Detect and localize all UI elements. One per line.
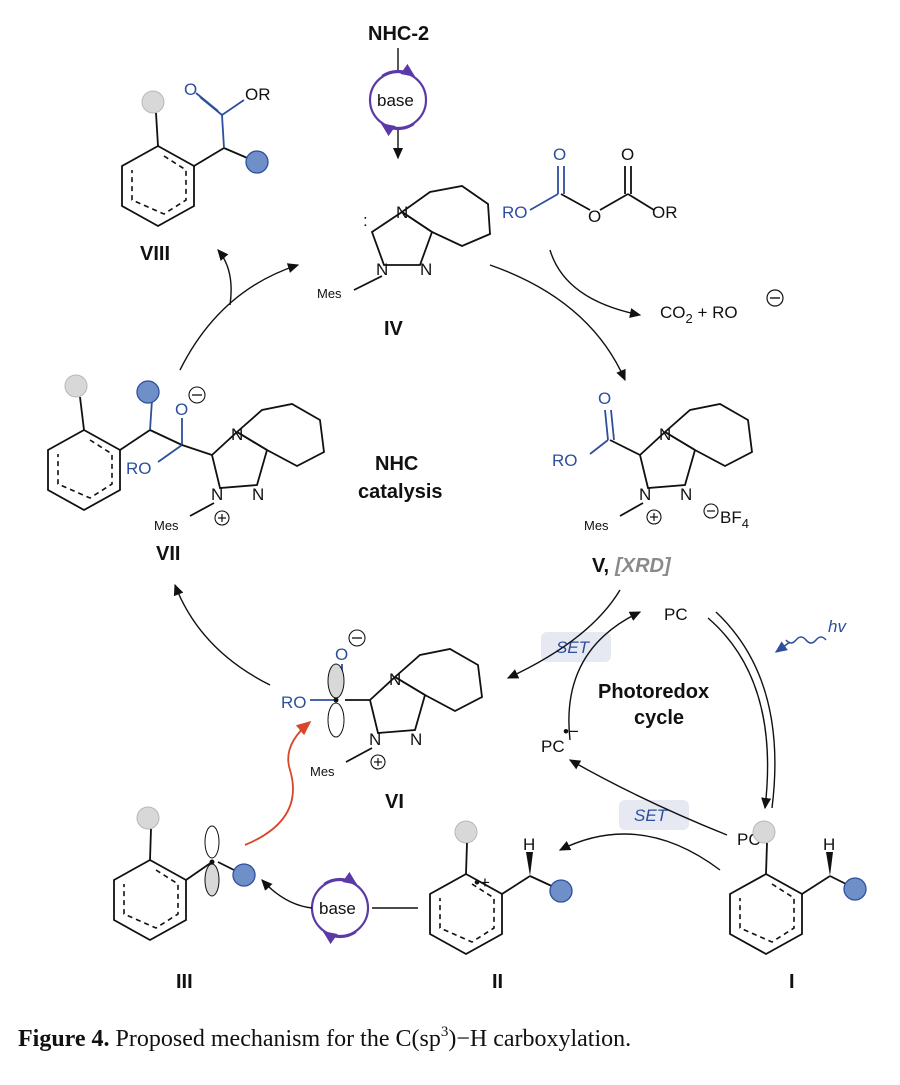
minus-charge-icon [766,289,784,307]
photoredox-line2: cycle [634,707,684,729]
atom-o: O [553,145,566,164]
label-vi: VI [385,791,404,813]
arrow-pc-excite-back [715,611,776,809]
base-cycle-bottom: base [310,871,370,945]
mes-label: Mes [317,286,342,301]
atom-o: O [588,207,601,226]
arrow-base-to-iii [261,879,313,909]
hv-label: hv [828,617,847,636]
label-iv: IV [384,318,404,340]
label-ii: II [492,971,503,993]
carbene-dots: : [363,211,368,230]
anhydride-structure: RO O O O OR [502,145,678,226]
label-viii: VIII [140,243,170,265]
nhc-catalysis-line2: catalysis [358,481,443,503]
arrow-vi-to-vii [173,583,271,686]
ro-label: RO [126,459,152,478]
compound-vi-structure: RO O N N N Mes [281,629,483,779]
atom-o: O [184,80,197,99]
arrow-v-to-vi [506,589,621,679]
arrow-i-to-ii [558,833,721,871]
atom-n: N [211,485,223,504]
photoredox-line1: Photoredox [598,681,709,703]
label-iii: III [176,971,193,993]
mes-label: Mes [584,518,609,533]
label-vii: VII [156,543,180,565]
radical-coupling-arrow [244,720,312,846]
atom-h: H [823,835,835,854]
compound-vii-structure: O RO N N N Mes [47,374,325,533]
or-label: OR [652,203,678,222]
compound-iv-structure: : N N N Mes [317,185,491,301]
ro-label: RO [502,203,528,222]
arrow-anhydride-in [549,249,642,318]
label-v: V,[XRD] [592,555,672,577]
arrow-pc-excite [707,617,772,810]
atom-o: O [335,645,348,664]
atom-n: N [252,485,264,504]
set-label-bottom: SET [634,806,669,825]
atom-n: N [376,260,388,279]
arrow-pc-return [568,611,642,741]
set-badge-bottom [619,800,689,830]
bf4-label: BF4 [720,508,749,531]
pc-reduced: PC [541,737,565,756]
atom-n: N [680,485,692,504]
atom-n: N [396,203,408,222]
byproducts: CO2 + RO [660,303,738,326]
base-label-bottom: base [319,899,356,918]
atom-n: N [410,730,422,749]
compound-i-structure: H [729,820,867,956]
mes-label: Mes [310,764,335,779]
compound-iii-structure [113,806,256,942]
base-cycle-top: base [368,63,428,137]
atom-o: O [621,145,634,164]
or-label: OR [245,85,271,104]
wedge-bond [526,852,533,876]
figure-caption: Figure 4.Proposed mechanism for the C(sp… [18,1024,631,1052]
set-label-top: SET [556,638,591,657]
light-arrow [774,641,791,653]
atom-n: N [369,730,381,749]
radical-cation-sign: •+ [474,873,490,892]
compound-v-structure: O RO N N N Mes BF4 [552,389,753,533]
radical-anion-sign: •− [563,722,579,741]
atom-n: N [639,485,651,504]
ro-label: RO [281,693,307,712]
pc-ground: PC [664,605,688,624]
base-label-top: base [377,91,414,110]
light-wave [785,636,827,644]
nhc-2-label: NHC-2 [368,23,429,45]
arrow-iv-to-v [489,264,626,382]
atom-n: N [231,425,243,444]
atom-h: H [523,835,535,854]
nhc-catalysis-line1: NHC [375,453,418,475]
arrow-release-viii [217,249,232,306]
compound-viii-structure: O OR [121,80,271,228]
compound-ii-structure: •+ H [429,820,573,956]
atom-n: N [389,670,401,689]
arrow-vii-to-iv [179,263,300,371]
atom-o: O [598,389,611,408]
set-badge-top [541,632,611,662]
atom-o: O [175,400,188,419]
mes-label: Mes [154,518,179,533]
wedge-bond [826,852,833,876]
label-i: I [789,971,795,993]
atom-n: N [420,260,432,279]
atom-n: N [659,425,671,444]
ro-label: RO [552,451,578,470]
arrow-pc-star-to-pcminus [568,759,728,836]
